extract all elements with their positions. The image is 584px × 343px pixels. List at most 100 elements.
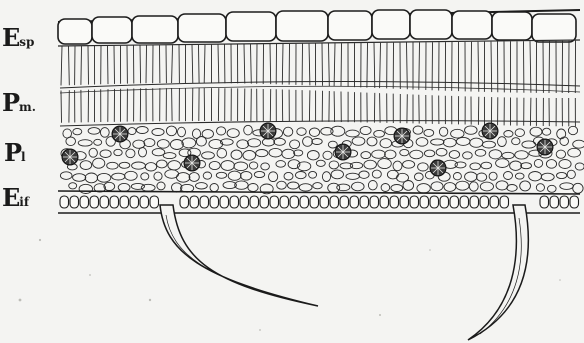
spongy-cell [573, 140, 584, 148]
spongy-cell [256, 150, 268, 157]
spongy-cell [380, 139, 392, 148]
spongy-cell [530, 127, 542, 136]
spongy-cell [372, 150, 386, 158]
spongy-cell [414, 173, 423, 181]
spongy-cell [489, 150, 502, 159]
spongy-cell [66, 137, 76, 146]
lower-epidermis-cell [560, 196, 569, 208]
spongy-cell [163, 153, 176, 159]
spongy-cell [449, 151, 459, 159]
spongy-cell [157, 160, 168, 168]
lower-epidermis-cell [100, 196, 109, 208]
spongy-cell [512, 138, 520, 145]
lower-epidermis-cell [460, 196, 469, 208]
lower-epidermis-cell [490, 196, 499, 208]
spongy-mesophyll [60, 125, 584, 194]
gland-cell [537, 139, 553, 155]
spongy-cell [431, 139, 444, 145]
spongy-cell [216, 172, 226, 178]
lower-epidermis-cell [360, 196, 369, 208]
spongy-cell [560, 137, 569, 146]
spongy-cell [331, 170, 343, 179]
spongy-cell [568, 126, 577, 134]
lower-epidermis-cell [370, 196, 379, 208]
spongy-cell [80, 161, 92, 170]
spongy-cell [261, 163, 270, 170]
lower-epidermis-cell [270, 196, 279, 208]
spongy-cell [209, 161, 220, 169]
gland-cell [62, 149, 78, 165]
spongy-cell [73, 174, 86, 182]
spongy-cell [453, 173, 461, 180]
label-spongy: Pl [4, 141, 26, 165]
spongy-cell [541, 173, 554, 181]
label-spongy-sub: l [21, 150, 26, 164]
spongy-cell [125, 171, 138, 180]
spongy-cell [296, 172, 307, 179]
spongy-cell [170, 140, 183, 150]
spongy-cell [290, 140, 300, 149]
spongy-cell [350, 162, 362, 168]
spongy-cell [346, 130, 360, 137]
lower-epidermis-cell [190, 196, 199, 208]
spongy-cell [534, 159, 542, 167]
gland-cell [430, 160, 446, 176]
spongy-cell [177, 173, 190, 183]
spongy-cell [575, 163, 584, 170]
spongy-cell [548, 185, 557, 192]
spongy-cell [470, 163, 481, 170]
spongy-cell [328, 141, 337, 148]
spongy-cell [439, 127, 447, 136]
lower-epidermis [58, 191, 580, 213]
spongy-cell [393, 161, 402, 171]
spongy-cell [202, 152, 215, 159]
spongy-cell [282, 149, 295, 158]
lower-epidermis-cell [330, 196, 339, 208]
lower-epidermis-cell [430, 196, 439, 208]
lower-epidermis-cell [240, 196, 249, 208]
spongy-cell [346, 173, 360, 179]
spongy-cell [78, 140, 92, 146]
spongy-cell [112, 173, 125, 180]
lower-epidermis-cell [210, 196, 219, 208]
spongy-cell [307, 151, 319, 160]
upper-epidermis [58, 10, 580, 44]
lower-epidermis-cell [80, 196, 89, 208]
lower-epidermis-cell [150, 196, 159, 208]
spongy-cell [237, 140, 249, 149]
lower-epidermis-cell [470, 196, 479, 208]
spongy-cell [299, 184, 312, 191]
spongy-cell [100, 128, 109, 138]
gland-cell [394, 128, 410, 144]
lower-epidermis-cell [570, 196, 579, 208]
label-upper-epidermis-letter: E [2, 23, 19, 52]
spongy-cell [391, 185, 403, 192]
trichome-left [160, 205, 318, 306]
lower-epidermis-cell [410, 196, 419, 208]
lower-epidermis-cell [540, 196, 549, 208]
spongy-cell [141, 184, 155, 191]
palisade-layer [58, 40, 580, 126]
spongy-cell [133, 140, 145, 148]
spongy-cell [496, 181, 508, 190]
lower-epidermis-cell [340, 196, 349, 208]
spongy-cell [221, 161, 234, 171]
lower-epidermis-cell [260, 196, 269, 208]
spongy-cell [455, 162, 466, 168]
spongy-cell [309, 171, 317, 178]
spongy-cell [231, 150, 242, 159]
spongy-cell [403, 161, 415, 169]
spongy-cell [413, 126, 423, 134]
spongy-cell [431, 182, 443, 191]
spongy-cell [254, 171, 264, 177]
spongy-cell [482, 141, 495, 148]
spongy-cell [352, 182, 365, 191]
spongy-cell [154, 172, 162, 180]
spongy-cell [417, 184, 430, 193]
spongy-cell [131, 183, 144, 189]
label-palisade-letter: P [2, 88, 19, 117]
spongy-cell [424, 129, 434, 136]
lower-epidermis-cell [280, 196, 289, 208]
spongy-cell [559, 160, 571, 169]
